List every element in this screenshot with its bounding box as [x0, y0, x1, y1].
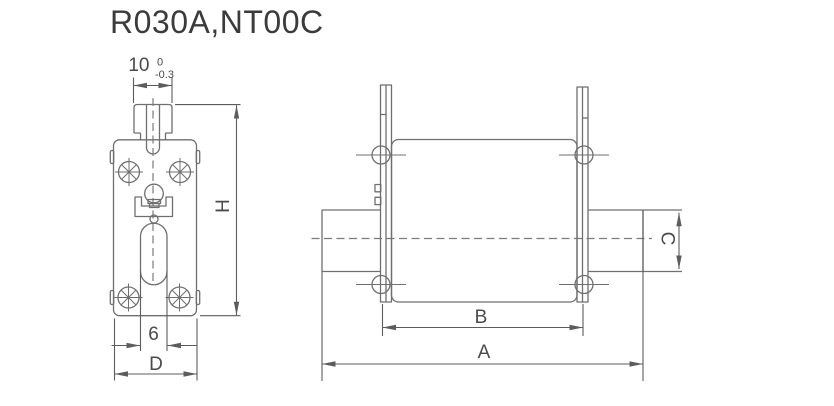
- extension-lines: [175, 104, 241, 317]
- rivet-side-bottom-left: [356, 274, 406, 295]
- rivet-side-top-left: [356, 145, 406, 165]
- body-side-lug: [109, 289, 115, 306]
- extension-lines: [113, 318, 198, 381]
- dim-label-H: H: [213, 199, 234, 213]
- indicator-yoke: [134, 196, 174, 218]
- indicator-button: [144, 183, 164, 204]
- rivet-top-right: [166, 158, 194, 186]
- right-blade-plate: [576, 86, 589, 303]
- rivet-diagonals: [120, 289, 137, 306]
- left-contact-tab: [321, 209, 381, 273]
- indicator-mechanism: [134, 183, 174, 286]
- dim-top-blade-width: 10 0 -0.3: [128, 55, 174, 103]
- top-blade-cap-outline: [133, 103, 173, 134]
- dim-bottom-blade-width: 6: [111, 271, 197, 351]
- body-side-lug: [195, 289, 201, 306]
- extension-lines: [132, 77, 173, 103]
- front-view: 10 0 -0.3 H 6 D: [109, 55, 241, 381]
- rivet-bottom-right: [165, 283, 194, 312]
- dim-tab-width: C: [657, 212, 682, 269]
- dim-label-10: 10: [128, 55, 149, 76]
- rivet-diagonals: [172, 164, 188, 180]
- rivet-top-left: [115, 158, 143, 186]
- dim-label-C: C: [657, 232, 678, 246]
- blade-clip: [374, 183, 382, 193]
- dim-label-A: A: [478, 342, 491, 363]
- dim-label-6: 6: [148, 324, 159, 345]
- dim-height: H: [175, 104, 241, 317]
- dim-label-B: B: [475, 307, 488, 328]
- extension-lines: [139, 271, 168, 351]
- dim-tolerance-upper: 0: [157, 57, 163, 69]
- rivet-diagonals: [171, 289, 188, 306]
- dim-tolerance-lower: -0.3: [155, 69, 174, 81]
- indicator-capsule: [139, 222, 168, 286]
- rivet-bottom-left: [114, 283, 143, 312]
- left-blade-plate: [374, 84, 393, 303]
- page-title: R030A,NT00C: [110, 4, 324, 40]
- dim-label-D: D: [149, 354, 163, 375]
- dim-body-length: B: [381, 304, 584, 336]
- top-blade-neck-outline: [139, 133, 167, 140]
- blade-clip: [374, 196, 382, 206]
- rivet-side-bottom-right: [559, 274, 609, 295]
- body-side-lug: [109, 149, 115, 165]
- rivet-side-top-right: [559, 145, 609, 165]
- extension-lines: [381, 304, 584, 336]
- side-view: C B A: [311, 84, 682, 381]
- rivet-diagonals: [121, 164, 137, 180]
- fuse-body-outline: [112, 139, 198, 317]
- fuse-body-outline: [390, 138, 578, 303]
- dim-body-width: D: [113, 318, 198, 381]
- body-side-lug: [195, 149, 201, 165]
- dim-overall-length: A: [321, 210, 644, 381]
